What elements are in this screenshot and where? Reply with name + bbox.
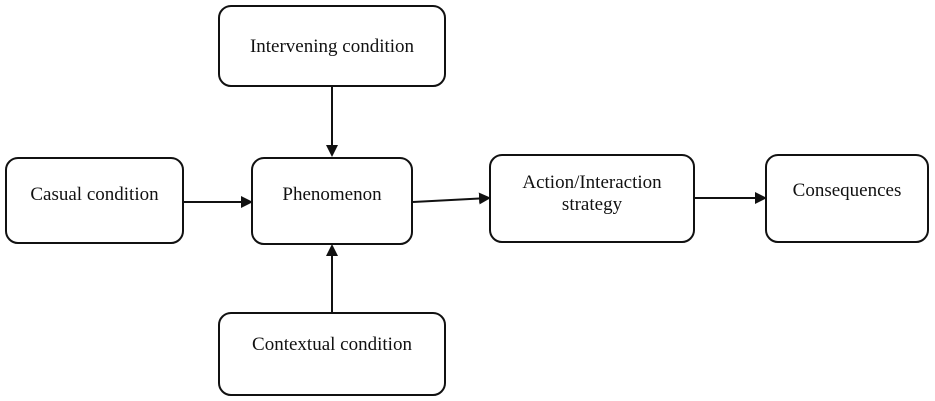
contextual-condition-label: Contextual condition [252, 334, 412, 355]
action-interaction-label-line1: Action/Interaction [522, 172, 662, 193]
contextual-condition-box: Contextual condition [218, 312, 446, 396]
casual-condition-box: Casual condition [5, 157, 184, 244]
casual-condition-label: Casual condition [30, 184, 159, 205]
intervening-condition-box: Intervening condition [218, 5, 446, 87]
action-interaction-strategy-box: Action/Interaction strategy [489, 154, 695, 243]
phenomenon-box: Phenomenon [251, 157, 413, 245]
consequences-box: Consequences [765, 154, 929, 243]
intervening-condition-label: Intervening condition [249, 36, 415, 57]
arrow-phenomenon-to-action [412, 192, 491, 205]
action-interaction-label-line2: strategy [561, 194, 623, 215]
consequences-label: Consequences [792, 180, 902, 201]
phenomenon-label: Phenomenon [282, 184, 382, 205]
